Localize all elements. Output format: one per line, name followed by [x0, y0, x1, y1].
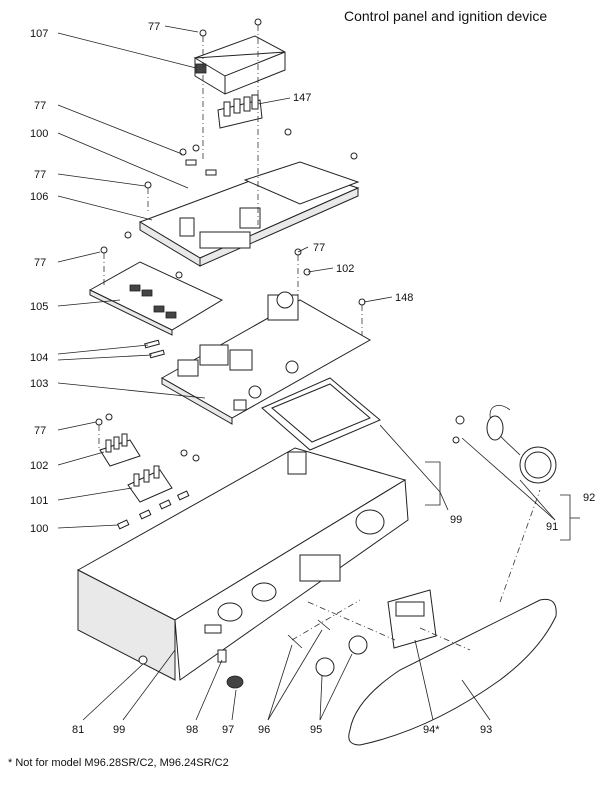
callout-99: 99 [113, 724, 125, 736]
part-148-frame [261, 377, 381, 451]
part-105-small-board [88, 261, 224, 336]
part-81-screw [138, 655, 148, 665]
callout-105: 105 [30, 301, 48, 313]
callout-106: 106 [30, 191, 48, 203]
callout-97: 97 [222, 724, 234, 736]
callout-95: 95 [310, 724, 322, 736]
callout-92: 92 [583, 492, 595, 504]
callout-100: 100 [30, 523, 48, 535]
callout-101: 101 [30, 495, 48, 507]
callout-77: 77 [34, 257, 46, 269]
part-96-spindles [287, 619, 331, 649]
part-106-panel-board [138, 161, 360, 267]
part-104-fuses [144, 339, 165, 359]
callout-102: 102 [30, 460, 48, 472]
callout-148: 148 [395, 292, 413, 304]
callout-91: 91 [546, 521, 558, 533]
callout-103: 103 [30, 378, 48, 390]
part-107-cover [193, 35, 286, 95]
part-95-knobs [315, 635, 368, 677]
callout-77: 77 [313, 242, 325, 254]
part-94-timer [387, 589, 437, 649]
footnote: * Not for model M96.28SR/C2, M96.24SR/C2 [8, 757, 229, 769]
part-102-terminal-strip [99, 433, 141, 467]
callout-107: 107 [30, 28, 48, 40]
callout-96: 96 [258, 724, 270, 736]
part-103-main-board [160, 291, 372, 425]
callout-104: 104 [30, 352, 48, 364]
callout-99: 99 [450, 514, 462, 526]
callout-93: 93 [480, 724, 492, 736]
part-92-thermometer [452, 405, 557, 484]
callout-77: 77 [148, 21, 160, 33]
callout-147: 147 [293, 92, 311, 104]
part-100-connectors [116, 159, 217, 530]
callout-77: 77 [34, 100, 46, 112]
part-101-terminal-strip [127, 465, 173, 503]
diagram-title: Control panel and ignition device [344, 8, 548, 24]
callout-100: 100 [30, 128, 48, 140]
assembly-lines [98, 25, 541, 651]
part-98-clip [217, 649, 227, 663]
callout-77: 77 [34, 425, 46, 437]
callout-77: 77 [34, 169, 46, 181]
leader-lines [57, 25, 580, 721]
part-93-door [348, 598, 557, 746]
callout-81: 81 [72, 724, 84, 736]
callout-98: 98 [186, 724, 198, 736]
part-147-terminal-block [217, 94, 263, 129]
callout-102: 102 [336, 263, 354, 275]
part-77-screws [95, 18, 366, 462]
callout-94: 94* [423, 724, 440, 736]
callout-labels: 77 107 147 77 100 77 106 77 105 77 102 1… [30, 21, 595, 736]
part-97-cap [226, 675, 244, 689]
part-99-housing [76, 447, 409, 681]
